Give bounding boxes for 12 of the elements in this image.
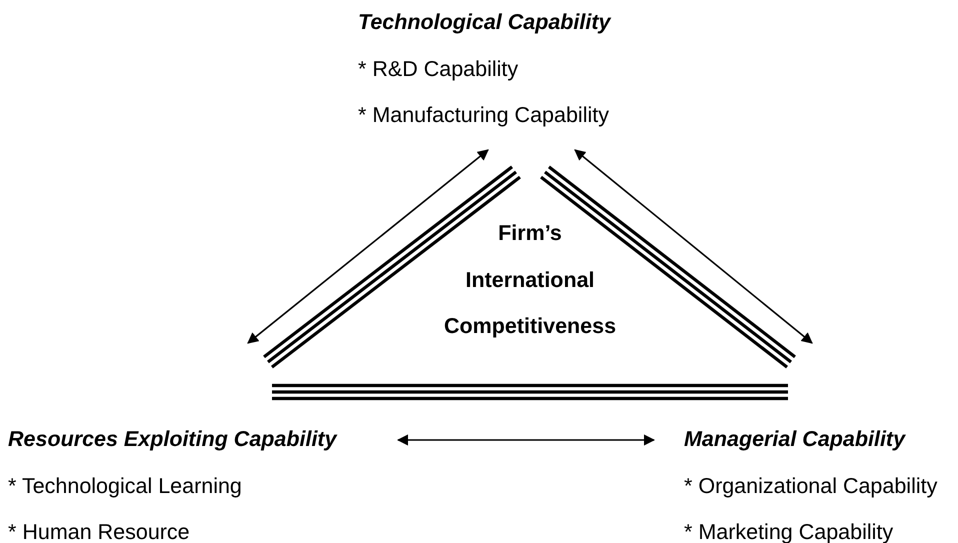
capability-item: * Technological Learning [8, 474, 242, 498]
capability-item: * Organizational Capability [684, 474, 938, 498]
center-title: Firm’s International Competitiveness [444, 220, 616, 340]
double-arrow [247, 149, 489, 344]
double-arrow [396, 434, 656, 446]
capability-heading: Resources Exploiting Capability [8, 427, 337, 451]
capability-item: * Human Resource [8, 520, 190, 543]
capability-item: * R&D Capability [358, 56, 518, 80]
double-arrow [574, 149, 813, 344]
capability-item: * Manufacturing Capability [358, 103, 609, 127]
capability-heading: Technological Capability [358, 10, 610, 34]
capability-heading: Managerial Capability [684, 427, 906, 451]
